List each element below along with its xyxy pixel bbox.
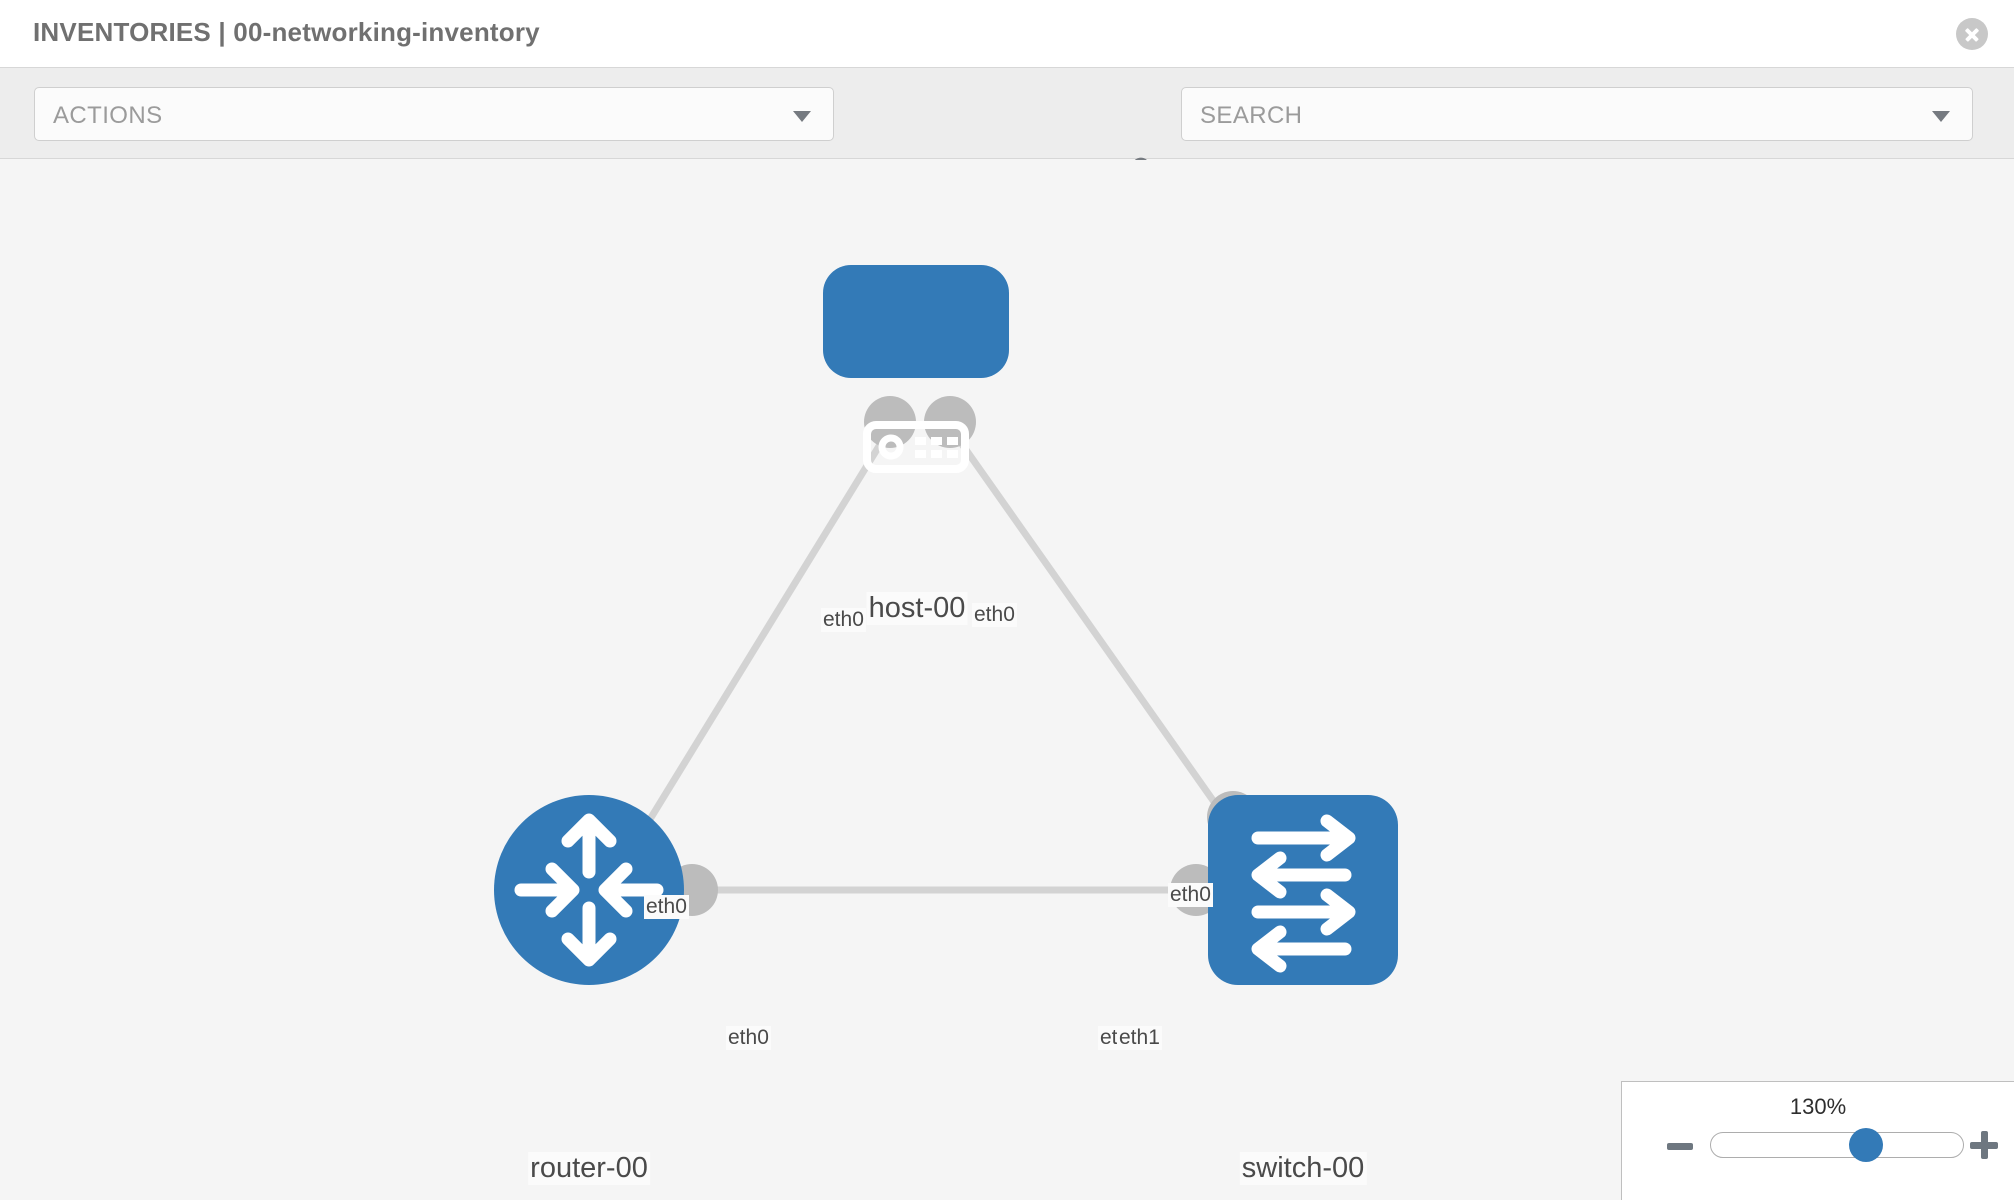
page-title: INVENTORIES | 00-networking-inventory <box>33 17 540 47</box>
toolbar: ACTIONS SEARCH <box>0 68 2014 194</box>
topology-links <box>622 417 1258 894</box>
node-label-switch-00: switch-00 <box>1239 1152 1367 1185</box>
plus-icon[interactable] <box>1970 1131 1998 1159</box>
node-router-00[interactable] <box>494 795 684 985</box>
iface-label: eth0 <box>1168 883 1213 907</box>
chevron-down-icon[interactable] <box>1932 111 1950 122</box>
iface-label: eth0 <box>821 608 866 632</box>
zoom-slider-thumb[interactable] <box>1848 1128 1883 1162</box>
zoom-percent-label: 130% <box>1789 1094 1847 1119</box>
router-arrows-icon <box>514 813 664 967</box>
page-header: INVENTORIES | 00-networking-inventory <box>0 0 2014 68</box>
switch-arrows-icon <box>1251 814 1356 973</box>
minus-icon[interactable] <box>1667 1143 1693 1150</box>
topology-graph <box>494 265 1398 985</box>
iface-label: eth1 <box>1117 1026 1162 1050</box>
iface-label: eth0 <box>726 1026 771 1050</box>
link-host00-switch00 <box>942 417 1258 863</box>
search-input[interactable]: SEARCH <box>1181 87 1973 141</box>
iface-label: eth0 <box>644 895 689 919</box>
node-host-00[interactable] <box>823 265 1009 473</box>
topology-canvas[interactable]: eth0 eth0 eth0 eth0 eth0 eth0 eth1 host-… <box>0 160 2014 1200</box>
iface-label: eth0 <box>972 603 1017 627</box>
actions-dropdown[interactable]: ACTIONS <box>34 87 834 141</box>
chevron-down-icon <box>793 111 811 122</box>
actions-dropdown-label: ACTIONS <box>53 102 163 129</box>
search-placeholder: SEARCH <box>1200 102 1303 129</box>
close-icon[interactable] <box>1956 18 1988 50</box>
topology-connectors <box>666 396 1259 916</box>
zoom-control-panel: 130% <box>1621 1081 2014 1200</box>
server-icon <box>863 421 969 473</box>
zoom-slider-track[interactable] <box>1710 1132 1964 1158</box>
link-host00-router00 <box>622 418 898 862</box>
node-label-host-00: host-00 <box>866 592 968 625</box>
node-switch-00[interactable] <box>1208 795 1398 985</box>
node-label-router-00: router-00 <box>528 1152 650 1185</box>
